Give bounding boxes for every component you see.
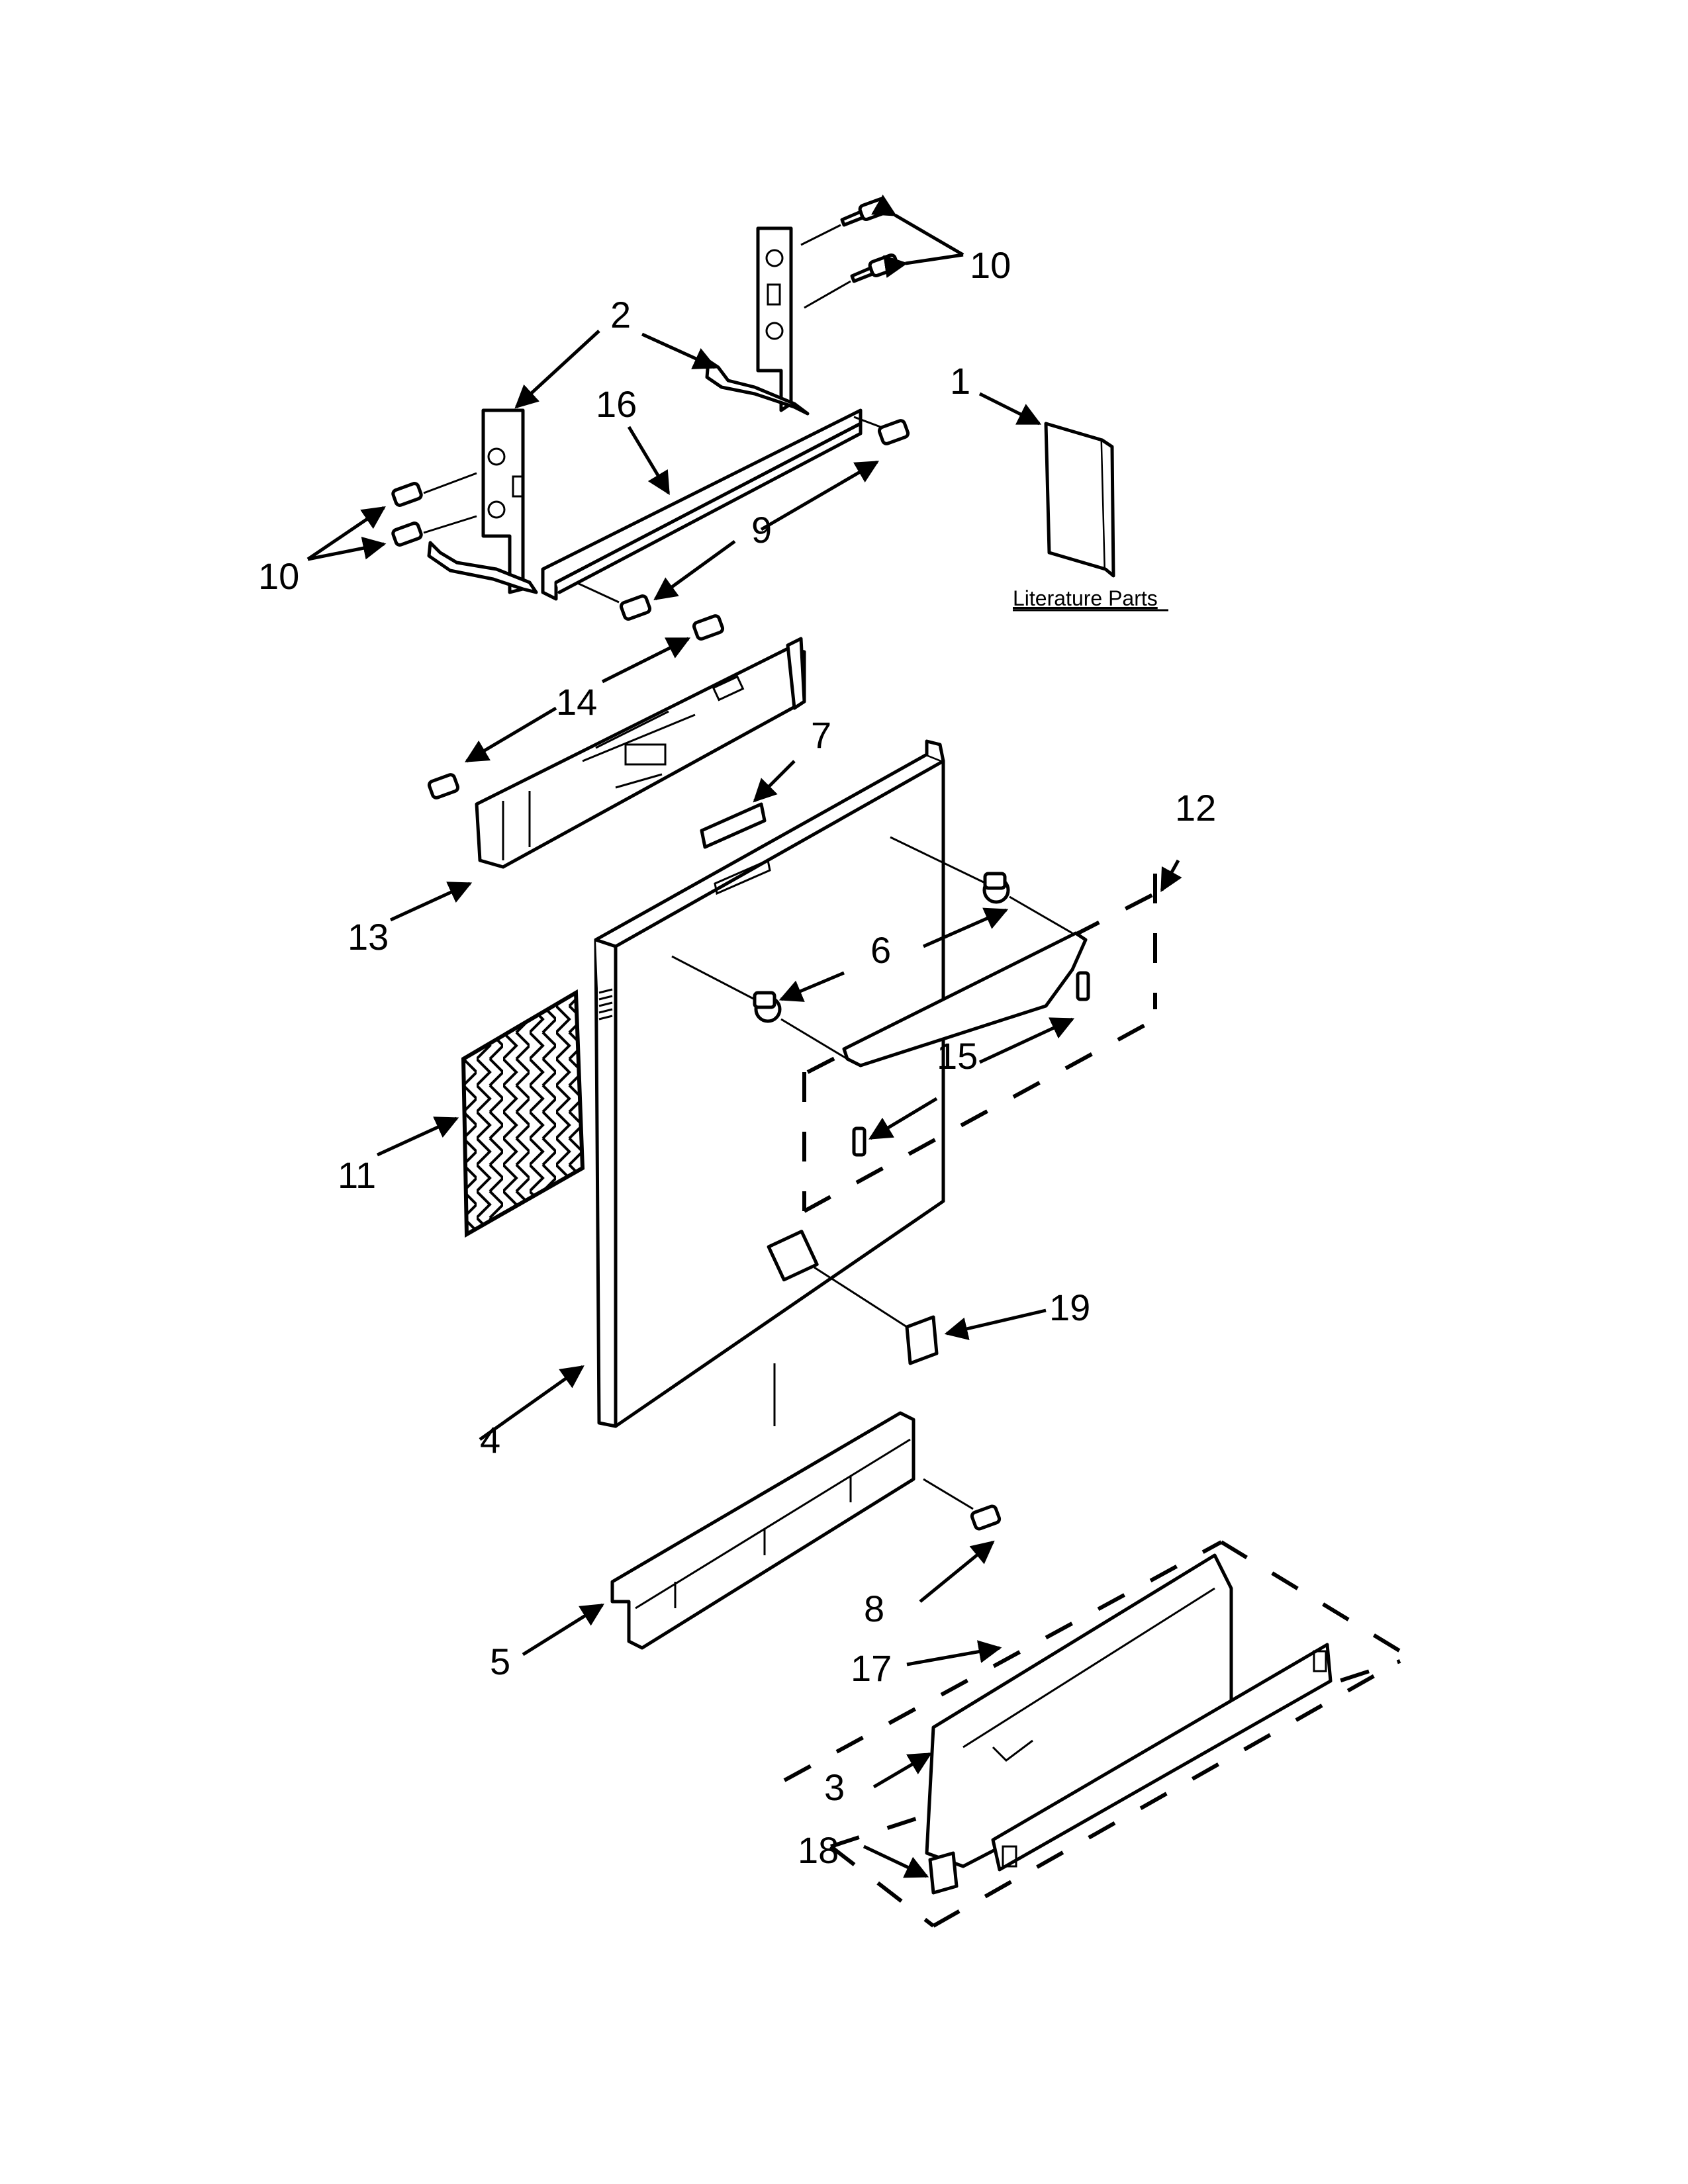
- door-handle: [842, 931, 1088, 1068]
- literature-booklet: [1044, 422, 1115, 578]
- callout-16: 16: [596, 383, 637, 425]
- screw-rail-right: [853, 416, 910, 445]
- callout-5: 5: [490, 1641, 510, 1682]
- screw-top-1: [840, 197, 890, 227]
- set-screw-left: [852, 1126, 867, 1157]
- callout-17: 17: [851, 1647, 892, 1689]
- callout-15: 15: [937, 1035, 978, 1077]
- door-vent-slots: [598, 988, 613, 1021]
- badge-insert: [700, 802, 771, 895]
- callout-numbers: 1 2 3 4 5 6 7 8 9 10 10 11 12 13 14 15 1…: [258, 244, 1216, 1871]
- callout-14: 14: [556, 681, 597, 723]
- callout-11: 11: [338, 1154, 376, 1196]
- callout-1: 1: [950, 360, 970, 402]
- door-latch-assembly: [475, 637, 806, 869]
- callout-4: 4: [480, 1419, 500, 1461]
- screw-latch-left: [427, 773, 460, 799]
- callout-10-left: 10: [258, 555, 299, 597]
- top-rail: [541, 408, 863, 601]
- callout-2: 2: [610, 294, 631, 336]
- screw-toe-panel: [923, 1478, 1002, 1531]
- callout-8: 8: [864, 1588, 884, 1629]
- callout-19: 19: [1049, 1287, 1090, 1328]
- screw-latch-right: [692, 614, 725, 641]
- screw-top-2: [850, 253, 900, 283]
- kickplate-strip: [991, 1643, 1333, 1872]
- literature-parts-label: Literature Parts: [1013, 586, 1158, 610]
- callout-12: 12: [1175, 787, 1216, 829]
- mounting-bracket-left: [427, 408, 538, 594]
- callout-3: 3: [824, 1766, 845, 1808]
- callout-6: 6: [870, 929, 891, 971]
- callout-10-top: 10: [970, 244, 1011, 286]
- screw-rail-left: [575, 581, 652, 621]
- callout-18: 18: [798, 1829, 839, 1871]
- callout-7: 7: [811, 714, 831, 756]
- screw-left-1: [391, 482, 423, 507]
- insulation-mesh: [461, 989, 585, 1238]
- handle-standoff-right: [982, 872, 1010, 904]
- screw-left-2: [391, 522, 423, 547]
- callout-9: 9: [751, 509, 772, 551]
- callout-13: 13: [348, 916, 389, 958]
- handle-standoff-left: [753, 991, 782, 1023]
- kickplate-clip: [928, 1851, 959, 1895]
- mounting-bracket-right: [705, 226, 810, 416]
- set-screw-right: [1076, 971, 1090, 1001]
- logo-badge: [905, 1315, 939, 1365]
- outer-door-panel: [594, 739, 945, 1428]
- toe-panel-bracket: [610, 1411, 915, 1650]
